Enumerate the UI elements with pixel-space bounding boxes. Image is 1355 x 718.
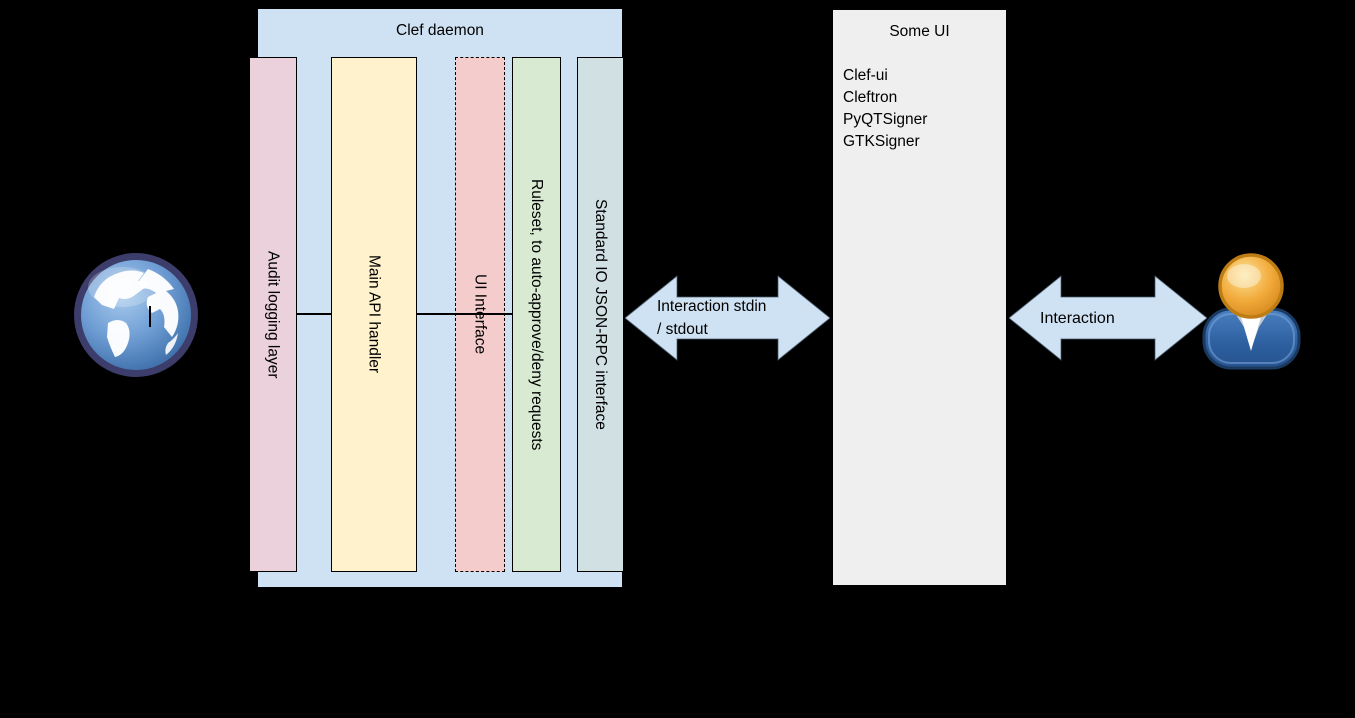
layer-main-api-handler: Main API handler <box>331 57 417 572</box>
connector-line <box>297 313 331 315</box>
layer-ruleset: Ruleset, to auto-approve/deny requests <box>512 57 561 572</box>
user-arrow-label: Interaction <box>1040 310 1115 327</box>
layer-label: Audit logging layer <box>264 250 282 379</box>
clef-daemon-title: Clef daemon <box>396 22 484 39</box>
layer-stdio-jsonrpc: Standard IO JSON-RPC interface <box>577 57 624 572</box>
some-ui-box: Some UI Clef-ui Cleftron PyQTSigner GTKS… <box>832 9 1007 586</box>
some-ui-item: GTKSigner <box>843 133 920 150</box>
person-icon <box>1199 253 1304 371</box>
layer-label: Main API handler <box>365 255 383 374</box>
clef-daemon-box: Clef daemon <box>257 8 623 588</box>
layer-label: Standard IO JSON-RPC interface <box>592 199 610 430</box>
some-ui-item: Clef-ui <box>843 67 888 84</box>
some-ui-item-list: Clef-ui Cleftron PyQTSigner GTKSigner <box>843 65 927 153</box>
stdio-interaction-arrow: Interaction stdin / stdout <box>624 274 831 362</box>
some-ui-title: Some UI <box>889 23 950 40</box>
connector-line <box>417 313 512 315</box>
internet-globe-icon <box>72 251 200 379</box>
some-ui-item: PyQTSigner <box>843 111 928 128</box>
connector-tick <box>149 306 151 327</box>
user-interaction-arrow: Interaction <box>1008 274 1208 362</box>
layer-audit-logging: Audit logging layer <box>249 57 297 572</box>
stdio-arrow-label: Interaction stdin / stdout <box>657 298 767 338</box>
some-ui-item: Cleftron <box>843 89 898 106</box>
layer-label: Ruleset, to auto-approve/deny requests <box>528 178 546 451</box>
